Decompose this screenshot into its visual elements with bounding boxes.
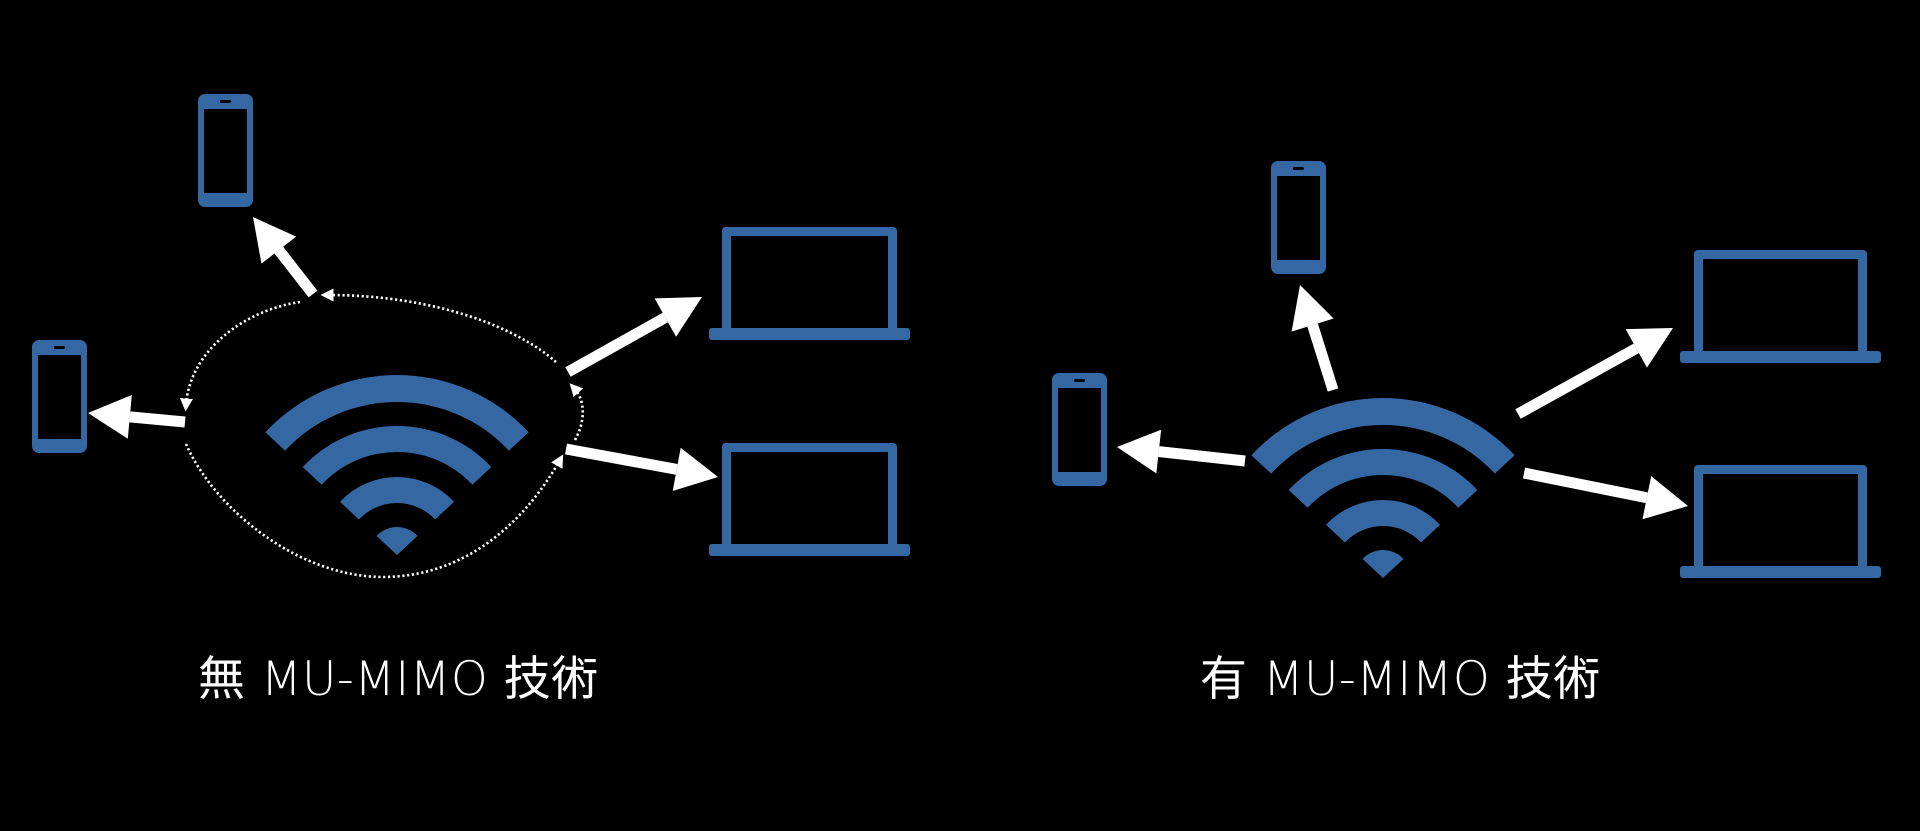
arrow-to-left-phone	[88, 394, 186, 439]
arrow-to-bottom-laptop	[1522, 467, 1688, 520]
arrow-shaft	[274, 246, 318, 298]
arrow-to-top-laptop	[1515, 328, 1673, 419]
arrow-shaft	[1158, 446, 1246, 467]
wifi-router-icon	[1251, 398, 1515, 578]
laptop-icon	[709, 443, 910, 556]
smartphone-icon	[198, 94, 253, 207]
arrow-head	[253, 217, 297, 264]
arrow-head	[1117, 429, 1162, 474]
arrow-shaft	[565, 312, 669, 377]
wifi-dot	[1362, 550, 1404, 578]
panel-with-mu-mimo	[1052, 161, 1881, 578]
arrow-head	[654, 297, 702, 337]
arrow-head	[1642, 476, 1688, 520]
wifi-arc-inner	[339, 477, 455, 520]
arrow-shaft	[565, 443, 678, 475]
arrow-shaft	[1522, 467, 1648, 504]
smartphone-icon	[32, 340, 87, 453]
dotted-segment-bottom	[184, 443, 564, 579]
caption-with-mu-mimo: 有 MU-MIMO 技術	[1200, 652, 1601, 707]
panel-without-mu-mimo	[32, 94, 910, 579]
dotted-segment-left	[179, 300, 301, 412]
laptop-icon	[709, 227, 910, 340]
wifi-arc-middle	[1288, 449, 1478, 508]
caption-without-mu-mimo: 無 MU-MIMO 技術	[198, 652, 599, 707]
arrow-to-top-phone	[253, 217, 318, 298]
arrow-shaft	[129, 411, 186, 428]
arrow-shaft	[1515, 343, 1639, 419]
sequential-cycle-path	[179, 288, 585, 579]
wifi-arc-inner	[1325, 500, 1441, 543]
arrow-head	[1291, 285, 1334, 332]
wifi-dot	[376, 527, 418, 555]
laptop-icon	[1680, 250, 1881, 363]
smartphone-icon	[1271, 161, 1326, 274]
arrow-head	[672, 447, 718, 492]
arrow-to-top-phone	[1291, 285, 1339, 392]
arrow-head	[88, 394, 132, 439]
dotted-segment-right	[569, 383, 585, 441]
wifi-arc-outer	[265, 375, 529, 451]
arrow-to-top-laptop	[565, 297, 702, 377]
laptop-icon	[1680, 465, 1881, 578]
arrow-to-left-phone	[1117, 429, 1246, 474]
wifi-arc-outer	[1251, 398, 1515, 474]
smartphone-icon	[1052, 373, 1107, 486]
wifi-router-icon	[265, 375, 529, 555]
dotted-segment-top	[320, 288, 557, 363]
wifi-arc-middle	[302, 426, 492, 485]
arrow-to-bottom-laptop	[565, 443, 718, 492]
arrow-head	[1625, 328, 1673, 368]
arrow-shaft	[1307, 323, 1339, 392]
